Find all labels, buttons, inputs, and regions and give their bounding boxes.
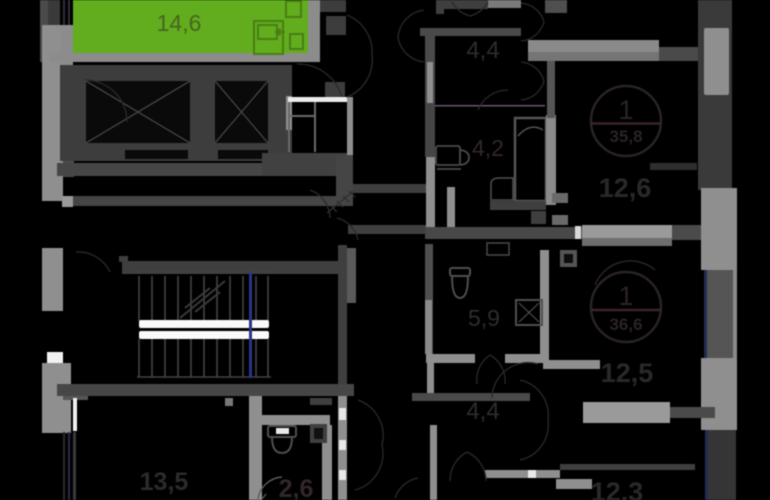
- svg-text:2,6: 2,6: [279, 475, 314, 500]
- svg-text:36,6: 36,6: [609, 315, 642, 334]
- svg-text:13,5: 13,5: [140, 468, 189, 496]
- svg-text:4,4: 4,4: [466, 398, 499, 425]
- svg-text:5,9: 5,9: [468, 305, 500, 331]
- svg-text:4,4: 4,4: [466, 37, 499, 64]
- svg-text:1: 1: [618, 281, 633, 311]
- svg-text:14,6: 14,6: [157, 10, 202, 36]
- svg-text:35,8: 35,8: [609, 127, 642, 146]
- svg-text:12,6: 12,6: [599, 173, 652, 203]
- svg-text:4,2: 4,2: [472, 135, 504, 161]
- svg-text:12,5: 12,5: [601, 358, 654, 388]
- svg-text:1: 1: [618, 95, 633, 125]
- svg-text:12,3: 12,3: [591, 477, 644, 500]
